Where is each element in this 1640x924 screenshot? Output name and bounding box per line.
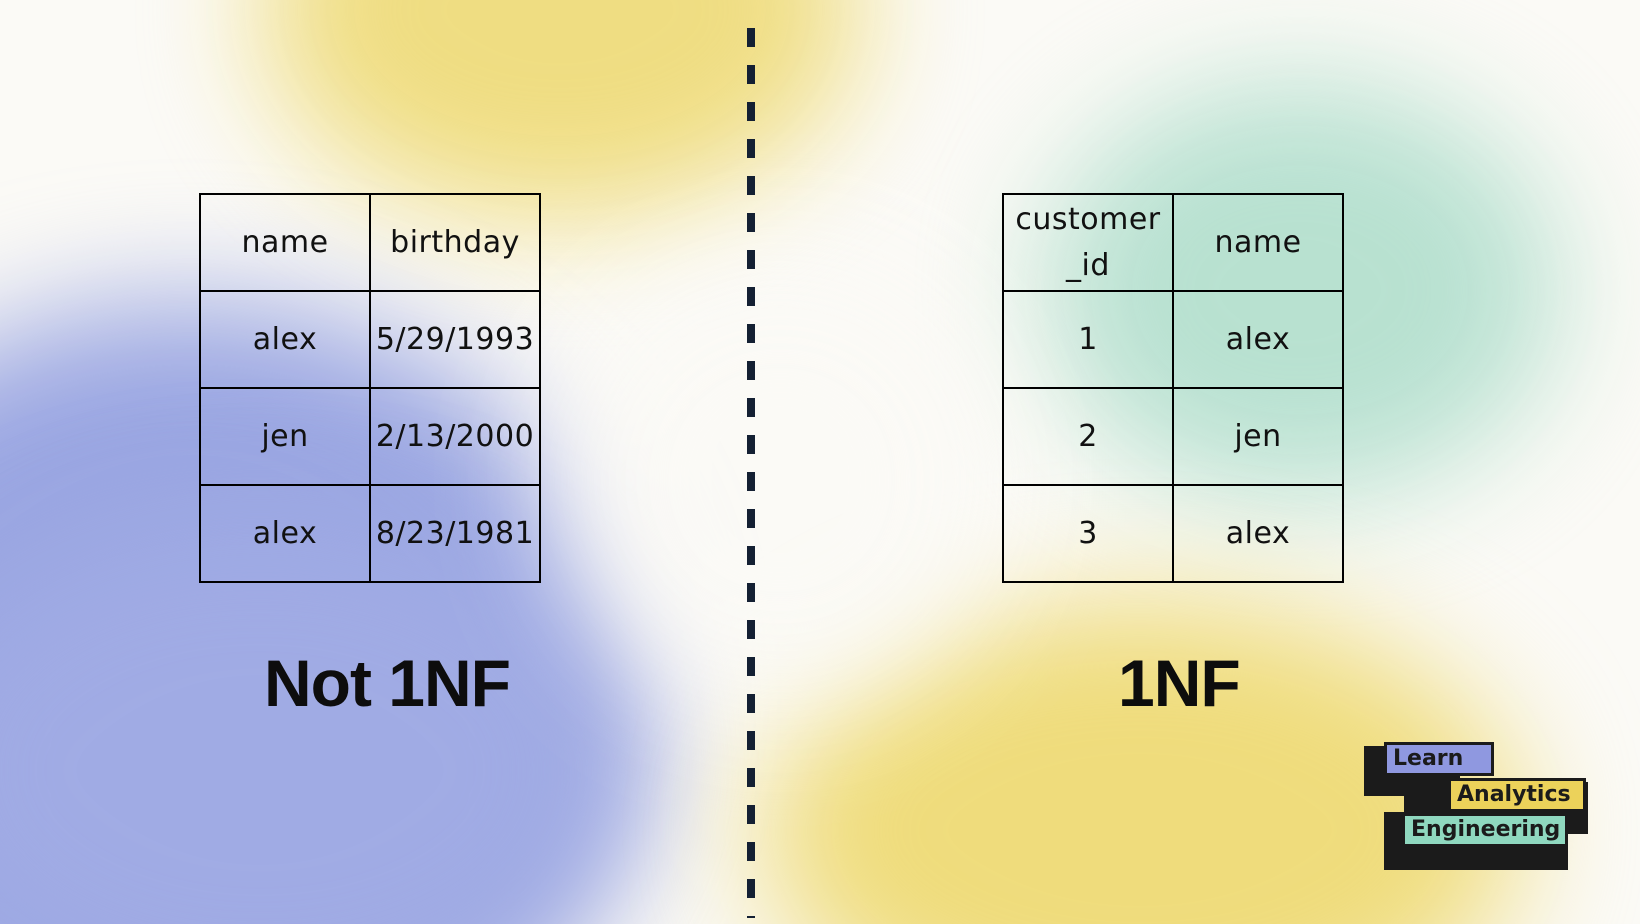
table-row: alex 8/23/1981 xyxy=(199,484,541,583)
header-line: _id xyxy=(1066,247,1110,283)
table-cell: alex xyxy=(1172,484,1344,583)
1nf-table: customer _id name 1 alex 2 jen 3 alex xyxy=(1002,193,1344,583)
table-cell: 5/29/1993 xyxy=(369,290,541,389)
logo-analytics: Analytics xyxy=(1448,778,1586,812)
column-header: name xyxy=(1172,193,1344,292)
table-cell: 8/23/1981 xyxy=(369,484,541,583)
table-cell: alex xyxy=(199,484,371,583)
not-1nf-label: Not 1NF xyxy=(264,646,511,720)
header-line: customer xyxy=(1015,201,1161,237)
logo-engineering: Engineering xyxy=(1402,813,1568,847)
dashed-divider xyxy=(747,28,755,918)
table-row: 3 alex xyxy=(1002,484,1344,583)
table-cell: jen xyxy=(1172,387,1344,486)
table-header-row: name birthday xyxy=(199,193,541,292)
white-blob-center xyxy=(560,260,1000,700)
table-cell: alex xyxy=(199,290,371,389)
table-cell: 2 xyxy=(1002,387,1174,486)
learn-analytics-engineering-logo: Learn Analytics Engineering xyxy=(1364,742,1594,872)
1nf-label: 1NF xyxy=(1118,646,1241,720)
table-row: 1 alex xyxy=(1002,290,1344,389)
column-header: birthday xyxy=(369,193,541,292)
table-row: alex 5/29/1993 xyxy=(199,290,541,389)
table-cell: 2/13/2000 xyxy=(369,387,541,486)
logo-learn: Learn xyxy=(1384,742,1494,776)
yellow-blob-top xyxy=(260,0,860,220)
table-cell: 3 xyxy=(1002,484,1174,583)
column-header-customer-id: customer _id xyxy=(1002,193,1174,292)
table-cell: 1 xyxy=(1002,290,1174,389)
table-header-row: customer _id name xyxy=(1002,193,1344,292)
table-cell: alex xyxy=(1172,290,1344,389)
table-row: jen 2/13/2000 xyxy=(199,387,541,486)
table-cell: jen xyxy=(199,387,371,486)
column-header: name xyxy=(199,193,371,292)
table-row: 2 jen xyxy=(1002,387,1344,486)
not-1nf-table: name birthday alex 5/29/1993 jen 2/13/20… xyxy=(199,193,541,583)
